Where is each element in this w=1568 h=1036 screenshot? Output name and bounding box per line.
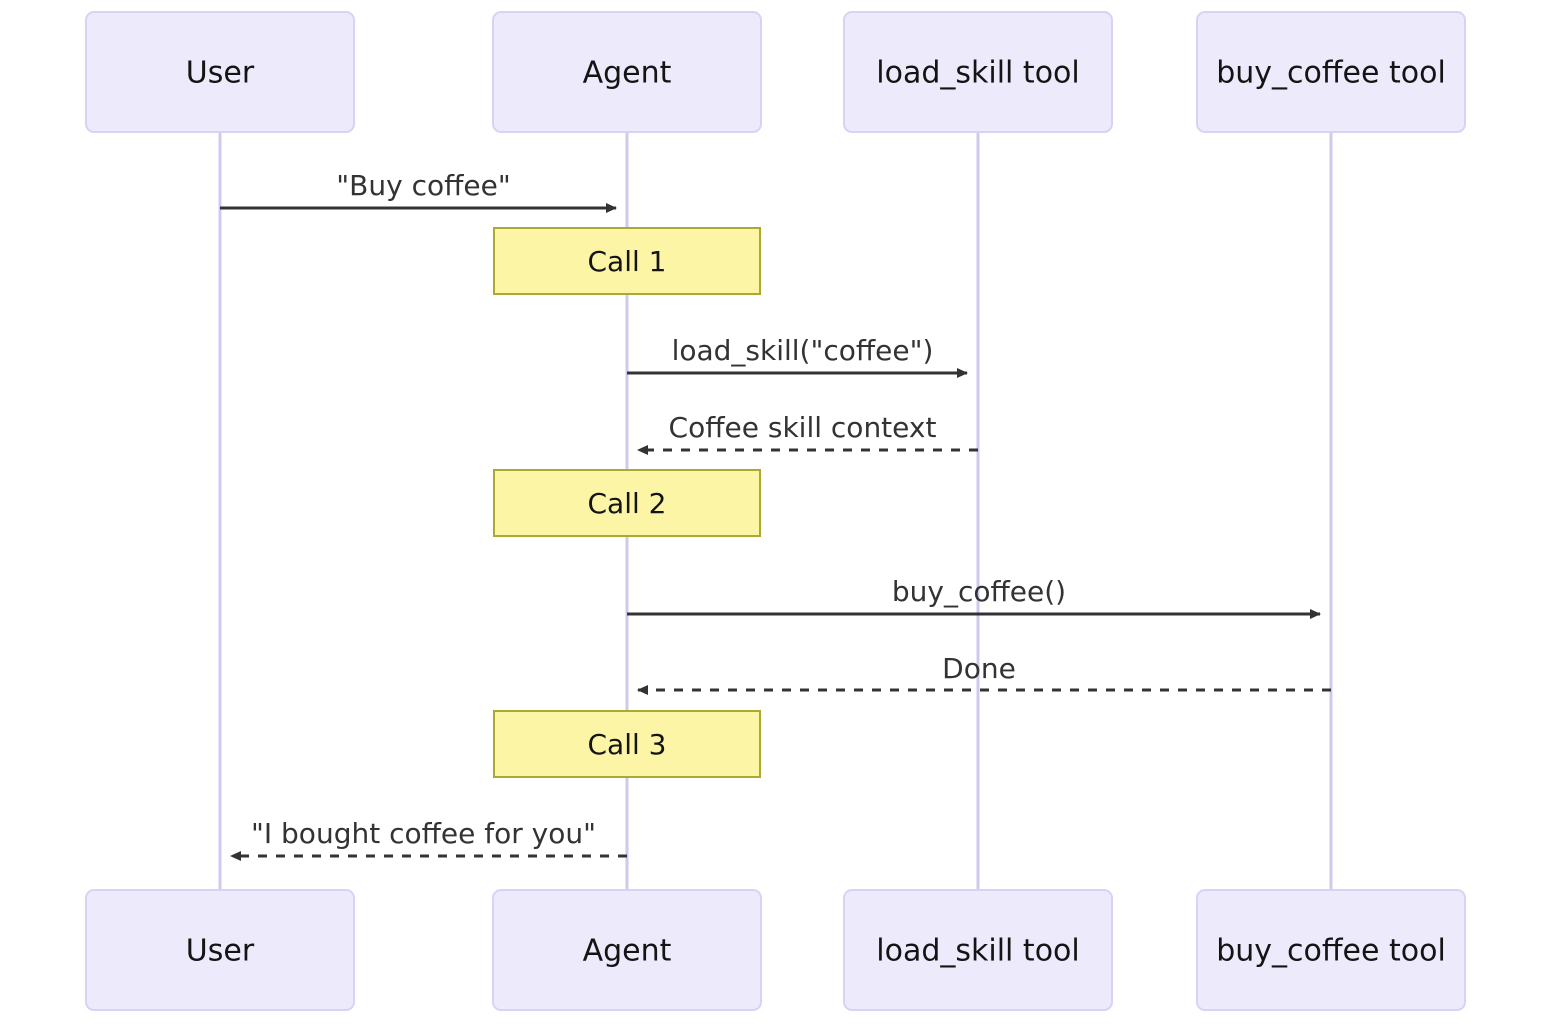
participant-bottom-buy_coffee: buy_coffee tool [1196,889,1466,1011]
note-box-n2 [493,469,761,537]
notes-layer: Call 1 Call 2 Call 3 [493,227,761,778]
participant-label-buy_coffee: buy_coffee tool [1216,56,1446,91]
message-label-m5: Done [942,652,1016,685]
note-n3: Call 3 [493,710,761,778]
note-box-n1 [493,227,761,295]
message-m2: load_skill("coffee") [627,334,968,378]
participant-top-buy_coffee: buy_coffee tool [1196,11,1466,133]
message-label-m6: "I bought coffee for you" [251,817,596,850]
participant-label-user: User [186,56,255,91]
participant-bottom-load_skill: load_skill tool [843,889,1113,1011]
participant-box-agent [492,889,762,1011]
top-participants-layer: User Agent load_skill tool buy_coffee tool [85,11,1466,133]
bottom-participants-layer: User Agent load_skill tool buy_coffee tool [85,889,1466,1011]
participant-top-agent: Agent [492,11,762,133]
participant-label-agent: Agent [583,56,672,91]
message-m3: Coffee skill context [637,411,978,455]
participant-box-load_skill [843,889,1113,1011]
note-n2: Call 2 [493,469,761,537]
note-box-n3 [493,710,761,778]
participant-box-buy_coffee [1196,11,1466,133]
note-label-n2: Call 2 [588,487,667,520]
note-label-n1: Call 1 [588,245,667,278]
message-label-m1: "Buy coffee" [336,169,510,202]
participant-label-load_skill: load_skill tool [876,56,1079,91]
participant-box-user [85,889,355,1011]
message-label-m2: load_skill("coffee") [672,334,934,367]
participant-top-user: User [85,11,355,133]
message-m5: Done [637,652,1331,695]
participant-label-user: User [186,934,255,969]
note-label-n3: Call 3 [588,728,667,761]
messages-layer: "Buy coffee" load_skill("coffee") Coffee s… [220,169,1331,861]
participant-label-load_skill: load_skill tool [876,934,1079,969]
participant-label-buy_coffee: buy_coffee tool [1216,934,1446,969]
participant-box-load_skill [843,11,1113,133]
participant-box-agent [492,11,762,133]
participant-top-load_skill: load_skill tool [843,11,1113,133]
message-m6: "I bought coffee for you" [230,817,627,861]
participant-label-agent: Agent [583,934,672,969]
message-m1: "Buy coffee" [220,169,617,213]
participant-box-user [85,11,355,133]
participant-box-buy_coffee [1196,889,1466,1011]
participant-bottom-user: User [85,889,355,1011]
lifelines-layer [218,132,1333,890]
message-label-m4: buy_coffee() [892,575,1066,608]
participant-bottom-agent: Agent [492,889,762,1011]
message-m4: buy_coffee() [627,575,1321,619]
message-label-m3: Coffee skill context [669,411,937,444]
note-n1: Call 1 [493,227,761,295]
